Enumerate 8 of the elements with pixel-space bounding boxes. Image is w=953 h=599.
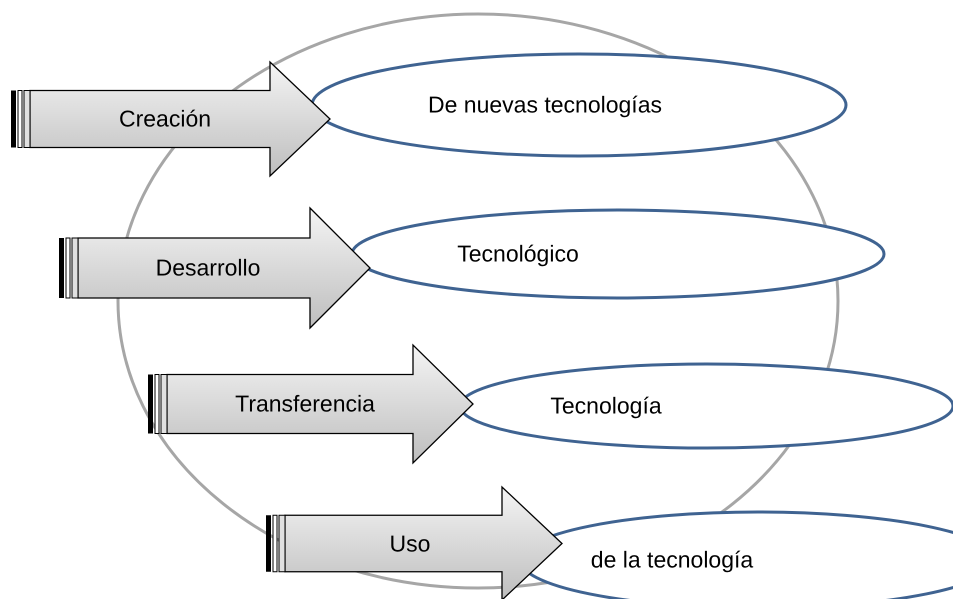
- ellipse-label: de la tecnología: [590, 547, 754, 573]
- ellipse-label: Tecnología: [550, 393, 662, 419]
- arrow-label: Uso: [390, 530, 430, 556]
- arrow-label: Transferencia: [235, 391, 375, 417]
- arrow-label: Creación: [118, 106, 212, 132]
- ellipse-label: Tecnológico: [457, 241, 579, 267]
- ellipse-label: De nuevas tecnologías: [428, 92, 662, 118]
- arrow-label: Desarrollo: [156, 255, 260, 281]
